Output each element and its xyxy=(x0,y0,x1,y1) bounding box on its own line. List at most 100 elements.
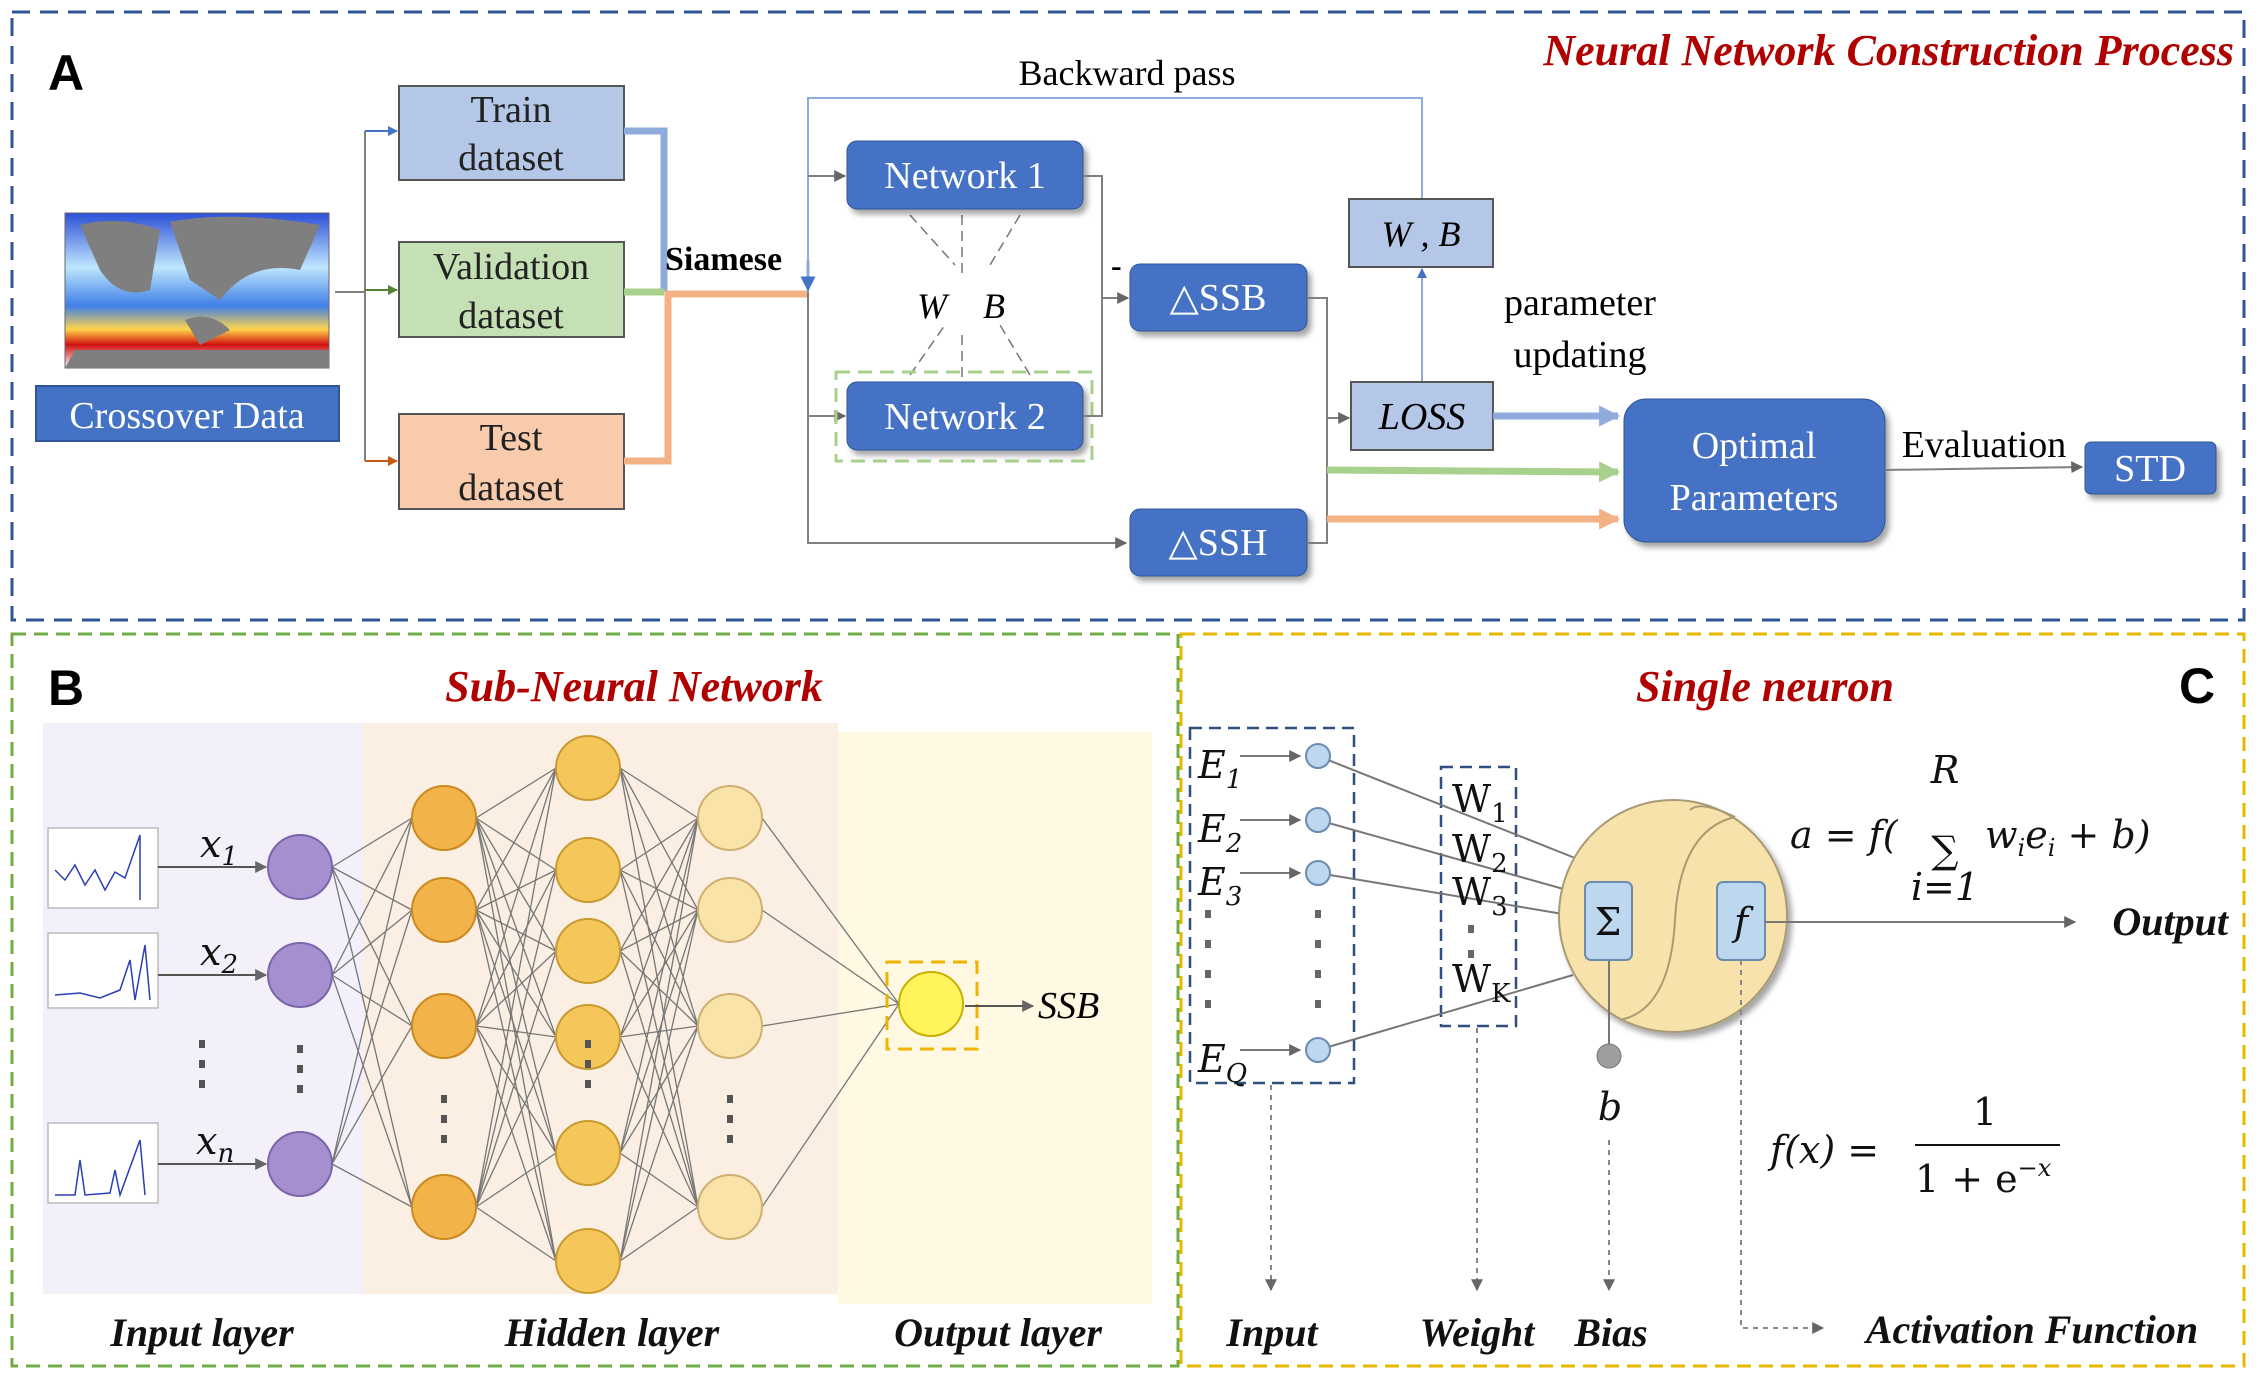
neuron-divider-top xyxy=(1689,805,1736,818)
train-label: Train xyxy=(471,89,552,131)
network-edge xyxy=(619,909,699,1154)
input-e3-label: E3 xyxy=(1197,860,1242,912)
panel-a-title: Neural Network Construction Process xyxy=(1542,26,2234,75)
network-edge xyxy=(331,909,413,1165)
input-xn-label: xn xyxy=(196,1119,234,1169)
ellipsis-dots xyxy=(199,1040,733,1143)
network-edge xyxy=(475,909,557,952)
network-edge xyxy=(331,1025,413,1165)
network-edge xyxy=(475,1036,557,1208)
network-edge xyxy=(761,1003,900,1027)
difference-line xyxy=(1083,175,1128,417)
panel-b-title: Sub-Neural Network xyxy=(445,662,823,711)
b-label: B xyxy=(983,286,1005,326)
weight-category-label: Weight xyxy=(1420,1310,1537,1355)
hidden2-node xyxy=(555,837,621,903)
wb-label: W , B xyxy=(1382,214,1461,254)
network-edge xyxy=(619,1152,699,1208)
input-arrows xyxy=(1240,750,1302,1056)
network-edge xyxy=(619,1025,699,1154)
input-to-neuron-lines xyxy=(1317,755,1576,1051)
input-x1-label: x1 xyxy=(200,822,238,872)
formula-rhs: wiei + b) xyxy=(1985,813,2151,862)
hidden3-node xyxy=(697,993,763,1059)
network-edge xyxy=(475,869,557,1208)
neuron-formula: a = f( ∑ R i=1 wiei + b) xyxy=(1790,748,2151,909)
sigmoid-denominator: 1 + e−x xyxy=(1915,1154,2052,1201)
network1-label: Network 1 xyxy=(884,155,1045,197)
formula-upper: R xyxy=(1930,748,1960,792)
hidden2-node xyxy=(555,1228,621,1294)
test-label: Test xyxy=(480,417,543,459)
network-edge xyxy=(619,817,699,1038)
panel-a-border xyxy=(10,10,2246,622)
network-edge xyxy=(475,950,557,1208)
weight-w2-label: W2 xyxy=(1452,827,1508,879)
minus-sign: - xyxy=(1111,247,1122,283)
hidden2-node xyxy=(555,1120,621,1186)
network-edge xyxy=(475,1152,557,1208)
network-nodes xyxy=(267,735,964,1294)
network-edge xyxy=(761,817,900,1005)
network-edge xyxy=(331,974,413,1027)
backward-pass-label: Backward pass xyxy=(1019,53,1236,93)
activation-function-label: Activation Function xyxy=(1863,1307,2198,1352)
network-edge xyxy=(761,909,900,1005)
network-edge xyxy=(475,869,557,1027)
weight-group-box xyxy=(1439,765,1518,1028)
backward-pass-line xyxy=(807,97,1423,292)
hidden2-node xyxy=(555,735,621,801)
network-edge xyxy=(619,1206,699,1262)
hidden1-node xyxy=(411,993,477,1059)
network-edge xyxy=(619,950,699,1208)
crossover-map-image xyxy=(64,212,330,369)
input-node xyxy=(267,834,333,900)
neuron-divider xyxy=(1619,816,1736,1021)
ssb-output-label: SSB xyxy=(1038,985,1099,1027)
network-edge xyxy=(619,1036,699,1208)
network-edge xyxy=(619,869,699,1027)
network-edge xyxy=(331,817,413,868)
input-e2-label: E2 xyxy=(1197,807,1242,859)
test-label-2: dataset xyxy=(458,467,564,509)
network-edge xyxy=(619,1025,699,1262)
network-edge xyxy=(619,817,699,952)
sum-symbol: Σ xyxy=(1595,900,1622,944)
loss-input-line xyxy=(1307,297,1349,544)
std-box xyxy=(2084,441,2217,495)
weight-w1-label: W1 xyxy=(1452,777,1508,829)
test-dataset-box xyxy=(398,413,625,510)
panel-a: A Neural Network Construction Process Cr… xyxy=(10,10,2246,622)
wb-box xyxy=(1348,198,1494,268)
panel-a-letter: A xyxy=(48,45,84,101)
input-eq-label: EQ xyxy=(1197,1037,1247,1089)
param-updating-label-2: updating xyxy=(1514,334,1647,376)
param-updating-label: parameter xyxy=(1504,282,1656,324)
network-edge xyxy=(475,1025,557,1262)
panel-b-border xyxy=(10,632,1180,1368)
network-edge xyxy=(619,767,699,1027)
output-label: Output xyxy=(2112,899,2229,944)
network-edge xyxy=(475,1025,557,1038)
neuron-body xyxy=(1558,799,1788,1033)
validation-dataset-box xyxy=(398,241,625,338)
sigmoid-formula: f(x) = 1 1 + e−x xyxy=(1767,1090,2060,1201)
network-edge xyxy=(475,1206,557,1262)
delta-ssh-label: △SSH xyxy=(1169,522,1268,564)
validation-to-optimal-arrow xyxy=(1326,461,1621,483)
input-category-label: Input xyxy=(1225,1310,1319,1355)
panel-b: B Sub-Neural Network x1 x2 xn xyxy=(10,632,1180,1368)
sigmoid-lhs: f(x) = xyxy=(1767,1128,1879,1172)
network2-label: Network 2 xyxy=(884,396,1045,438)
optimal-parameters-box xyxy=(1623,398,1886,543)
input-node xyxy=(267,1131,333,1197)
input-group-box xyxy=(1188,726,1356,1085)
input-ellipsis xyxy=(1205,910,1474,1008)
network-edges xyxy=(331,767,900,1262)
network-edge xyxy=(331,1163,413,1208)
hidden3-node xyxy=(697,877,763,943)
network-edge xyxy=(331,866,413,911)
network-edge xyxy=(761,1003,900,1208)
validation-label-2: dataset xyxy=(458,295,564,337)
network-edge xyxy=(475,817,557,1038)
